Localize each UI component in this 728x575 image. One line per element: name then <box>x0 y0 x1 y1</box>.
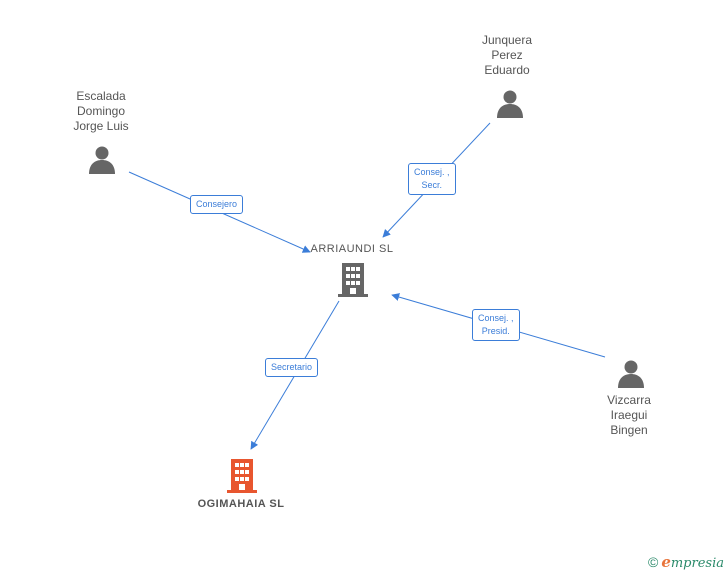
person-icon[interactable] <box>497 90 523 119</box>
building-icon[interactable] <box>227 459 257 493</box>
person-name[interactable]: Escalada Domingo Jorge Luis <box>73 89 129 133</box>
company-name[interactable]: OGIMAHAIA SL <box>197 498 285 510</box>
brand-initial: e <box>661 553 671 571</box>
copyright-icon: © <box>647 554 659 570</box>
edge-label: Secretario <box>265 358 319 377</box>
person-icon[interactable] <box>618 360 644 389</box>
brand-watermark: ©empresia <box>648 553 724 571</box>
edge-label: Consej. , Secr. <box>408 163 456 195</box>
edge-label: Consejero <box>190 195 244 214</box>
edge-label: Consej. , Presid. <box>472 309 520 341</box>
person-name[interactable]: Junquera Perez Eduardo <box>481 33 533 77</box>
person-icon[interactable] <box>89 146 115 175</box>
building-icon[interactable] <box>338 263 368 297</box>
company-name[interactable]: ARRIAUNDI SL <box>310 243 394 255</box>
brand-name: mpresia <box>670 556 724 571</box>
person-name[interactable]: Vizcarra Iraegui Bingen <box>607 393 651 437</box>
